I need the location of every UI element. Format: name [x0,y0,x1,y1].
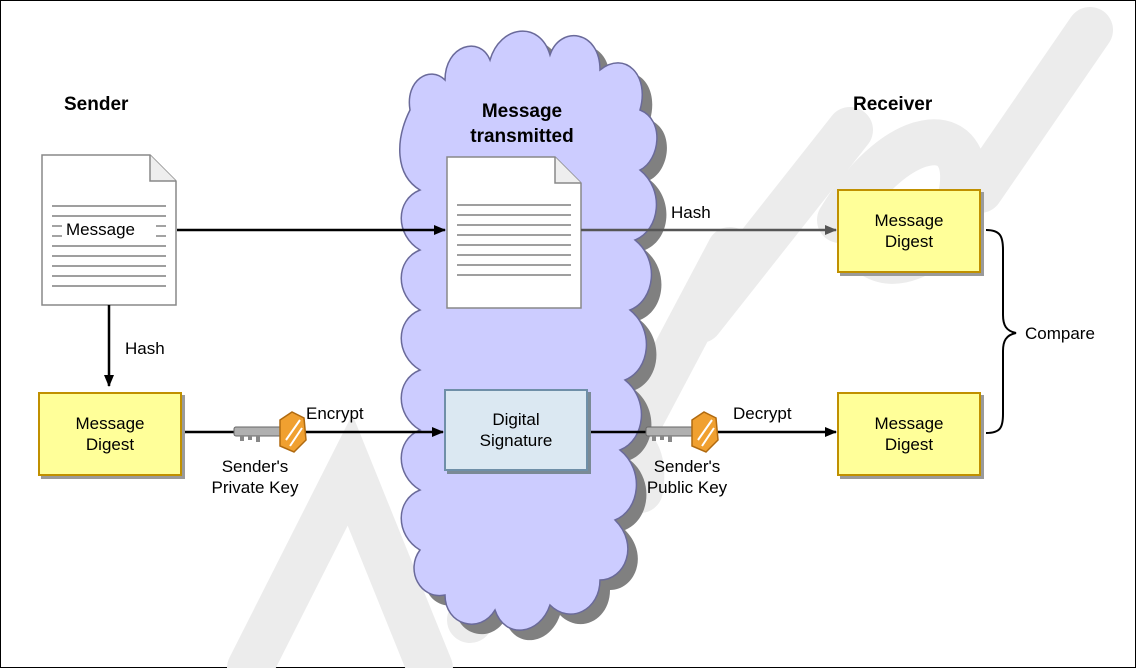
private-key-label: Sender's Private Key [211,457,299,497]
sender-digest-box: Message Digest [38,392,182,476]
compare-brace [985,229,1017,434]
public-key-icon [645,411,719,453]
public-key-label: Sender's Public Key [646,457,728,497]
encrypt-label: Encrypt [306,404,364,423]
receiver-digest-top-box: Message Digest [837,189,981,273]
sender-hash-label: Hash [125,339,165,358]
receiver-hash-label: Hash [671,203,711,222]
sender-document-label: Message [64,219,137,240]
compare-label: Compare [1025,324,1095,343]
sender-header: Sender [64,94,129,115]
private-key-icon [233,411,307,453]
decrypt-label: Decrypt [733,404,792,423]
receiver-digest-bottom-box: Message Digest [837,392,981,476]
receiver-header: Receiver [853,94,933,115]
digital-signature-box: Digital Signature [444,389,588,471]
transmitted-header: Message transmitted [470,101,574,147]
transmitted-document [446,156,582,309]
